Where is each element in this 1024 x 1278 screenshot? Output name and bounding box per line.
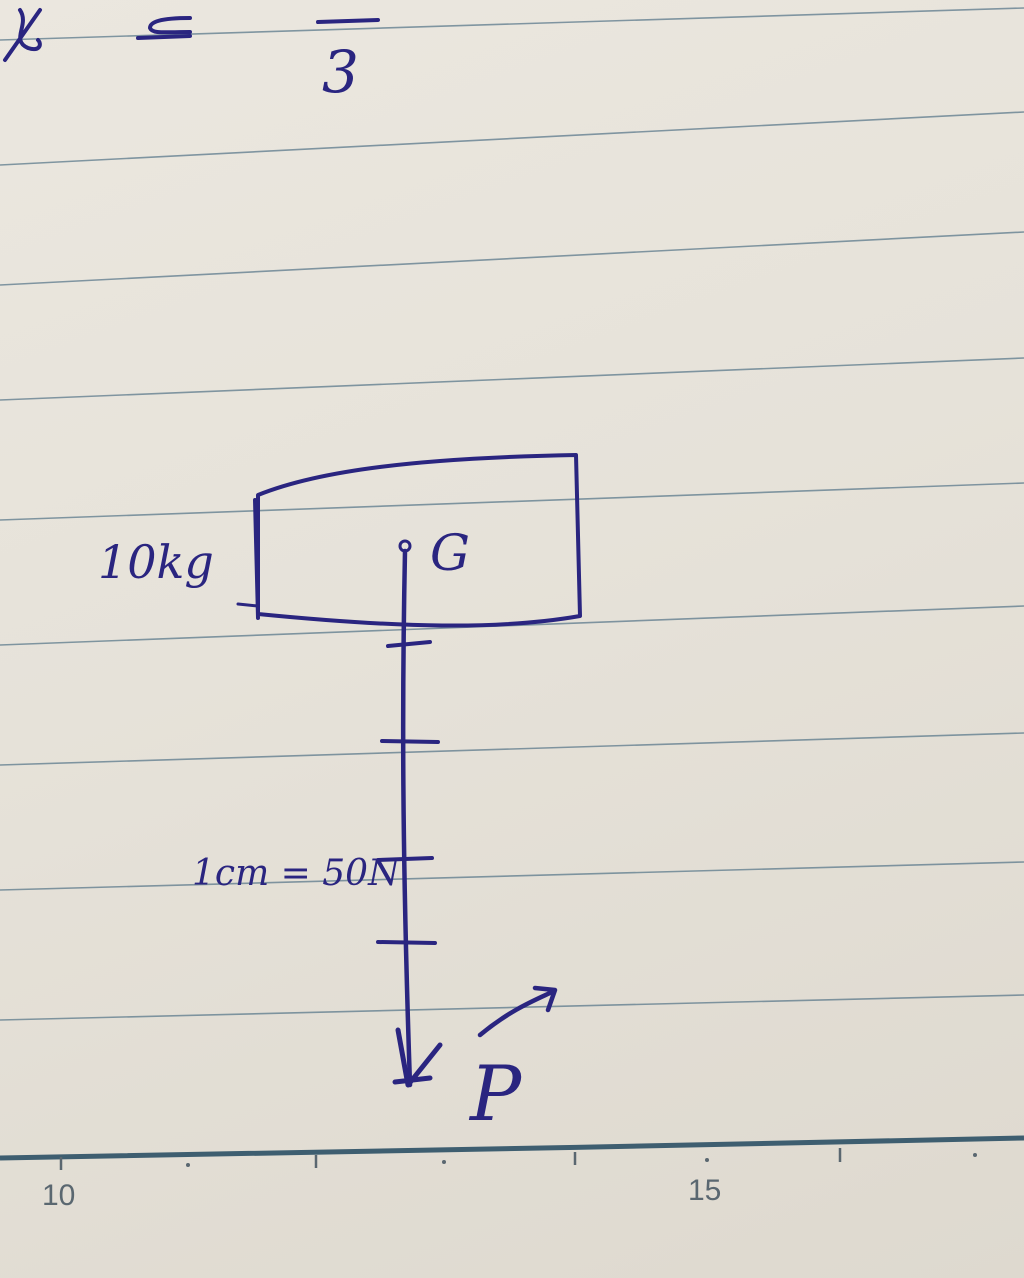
ruled-lines [0,7,1024,1021]
top-inequality-fragment: 3 [3,8,380,106]
weight-vector-shaft [400,548,413,1088]
ruler-label-15: 15 [688,1174,721,1207]
scale-label: 1cm = 50N [192,853,401,894]
scale-ticks [376,640,440,945]
fraction-bar [316,18,380,24]
ruler-strip: 10 15 [0,1135,1024,1212]
box-object [236,453,582,628]
mass-label: 10kg [98,535,214,589]
x-glyph [3,8,42,62]
fraction-denominator: 3 [322,38,359,106]
vector-p-label: P [468,1049,523,1138]
g-label: G [430,524,470,582]
vector-arrow-over-p-icon [477,985,558,1038]
less-than-glyph [148,16,192,35]
ruler-label-10: 10 [42,1179,75,1212]
arrowhead-icon [392,1027,443,1088]
